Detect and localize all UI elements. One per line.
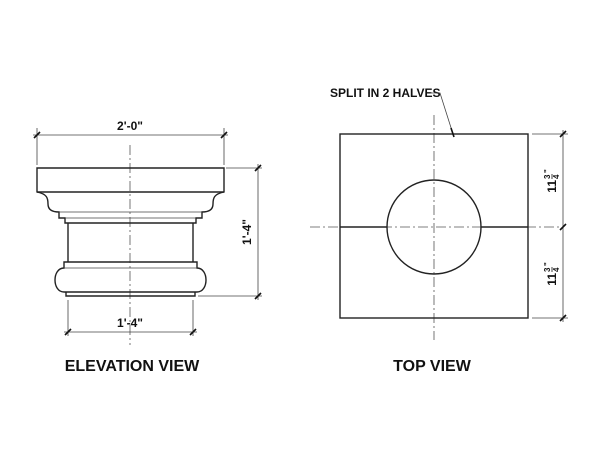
leader-arrow-icon <box>450 127 455 138</box>
svg-text:3: 3 <box>543 267 552 272</box>
svg-text:": " <box>543 262 552 266</box>
top-width-label: 2'-0" <box>117 119 143 133</box>
svg-text:4: 4 <box>552 174 561 179</box>
svg-text:3: 3 <box>543 174 552 179</box>
svg-text:4: 4 <box>552 267 561 272</box>
torus-ring <box>54 261 207 293</box>
elevation-view-title: ELEVATION VIEW <box>65 358 200 375</box>
square-plinth-outline <box>339 133 529 319</box>
base-width-label: 1'-4" <box>117 316 143 330</box>
capital-profile <box>36 167 225 224</box>
top-view-title: TOP VIEW <box>393 358 472 375</box>
split-note: SPLIT IN 2 HALVES <box>330 86 440 100</box>
svg-text:": " <box>543 169 552 173</box>
base-width-dimension: 1'-4" <box>64 300 197 336</box>
upper-dimension-label: 11 3 4 " <box>543 169 561 193</box>
height-label: 1'-4" <box>240 219 254 245</box>
side-dimension: 11 3 4 " 11 3 4 " <box>532 130 568 322</box>
top-view: SPLIT IN 2 HALVES 11 3 4 " 11 3 4 " <box>310 86 568 375</box>
shaft <box>67 223 194 262</box>
top-width-dimension: 2'-0" <box>33 119 228 165</box>
elevation-view: 2'-0" 1'-4" 1'-4" ELEVAT <box>33 119 262 375</box>
lower-dimension-label: 11 3 4 " <box>543 262 561 286</box>
height-dimension: 1'-4" <box>198 164 262 300</box>
svg-text:11: 11 <box>545 180 559 193</box>
note-leader <box>430 92 454 135</box>
svg-text:11: 11 <box>545 273 559 286</box>
